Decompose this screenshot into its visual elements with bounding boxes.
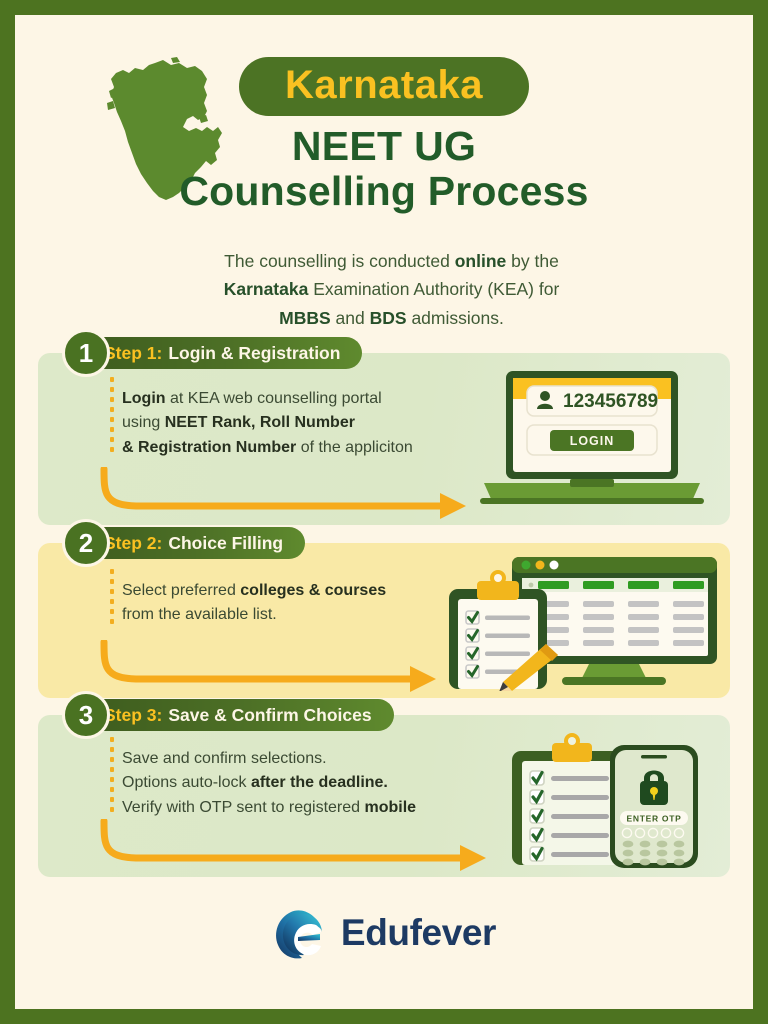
- subtitle-line1-a: The counselling is conducted: [224, 251, 455, 271]
- brand-logo: Edufever: [15, 905, 753, 961]
- dotted-connector-2: [110, 569, 114, 624]
- svg-text:ENTER OTP: ENTER OTP: [627, 814, 682, 824]
- dotted-connector-1: [110, 377, 114, 452]
- subtitle-line2-b: Examination Authority (KEA) for: [308, 279, 560, 300]
- step-number-badge-1: 1: [62, 329, 110, 377]
- clipboard-monitor-illustration: [434, 551, 724, 692]
- svg-text:LOGIN: LOGIN: [570, 434, 615, 448]
- step-card-1: 1 Step 1: Login & Registration Login at …: [38, 329, 730, 525]
- pencil-icon: [499, 644, 558, 692]
- step-header-3: Step 3: Save & Confirm Choices: [70, 699, 394, 731]
- subtitle-karnataka: Karnataka: [223, 279, 309, 300]
- poster-page: Karnataka NEET UG Counselling Process Th…: [15, 15, 753, 1009]
- step-header-1: Step 1: Login & Registration: [70, 337, 363, 369]
- subtitle-online: online: [454, 251, 507, 271]
- page-title: Karnataka NEET UG Counselling Process: [15, 57, 753, 214]
- step-1-text-run: using: [122, 414, 165, 432]
- subtitle-and: and: [330, 307, 370, 328]
- step-title-2: Choice Filling: [168, 532, 284, 553]
- step-1-text-run: of the appliciton: [296, 438, 413, 456]
- flow-arrow-1: [96, 467, 476, 519]
- step-1-text-run: NEET Rank, Roll Number: [164, 414, 355, 432]
- title-line-1: NEET UG: [291, 123, 477, 169]
- step-body-2: Select preferred colleges & courses from …: [122, 579, 386, 628]
- step-body-3: Save and confirm selections. Options auto…: [122, 747, 416, 820]
- user-icon: [537, 391, 553, 409]
- step-label-2: Step 2:: [104, 532, 163, 553]
- laptop-login-illustration: 123456789 LOGIN: [478, 367, 706, 507]
- subtitle-bds: BDS: [369, 307, 407, 328]
- step-2-text-run: from the available list.: [122, 606, 277, 624]
- step-label-3: Step 3:: [104, 704, 163, 725]
- step-2-text-run: colleges & courses: [240, 582, 387, 599]
- step-3-text-run: Verify with OTP sent to registered: [122, 798, 365, 816]
- flow-arrow-2: [96, 640, 446, 692]
- step-title-3: Save & Confirm Choices: [168, 704, 372, 725]
- step-label-1: Step 1:: [104, 342, 163, 363]
- edufever-swirl-logo-icon: [272, 905, 328, 961]
- step-2-text-run: Select preferred: [122, 582, 241, 599]
- svg-text:123456789: 123456789: [563, 391, 658, 412]
- subtitle-line1-c: by the: [506, 251, 559, 271]
- step-card-2: 2 Step 2: Choice Filling Select preferre…: [38, 519, 730, 698]
- step-3-text-run: Save and confirm selections.: [122, 750, 327, 767]
- state-badge: Karnataka: [239, 57, 529, 116]
- subtitle-line3-d: admissions.: [406, 307, 504, 328]
- subtitle: The counselling is conducted online by t…: [135, 247, 648, 332]
- dotted-connector-3: [110, 737, 114, 812]
- step-3-text-run: mobile: [364, 798, 417, 816]
- step-1-text-run: & Registration Number: [122, 438, 297, 456]
- flow-arrow-3: [96, 819, 496, 871]
- lock-icon: [640, 770, 668, 805]
- step-3-text-run: Options auto-lock: [122, 774, 251, 792]
- subtitle-mbbs: MBBS: [279, 307, 331, 328]
- step-number-badge-3: 3: [62, 691, 110, 739]
- step-1-text-run: at KEA web counselling portal: [165, 390, 382, 407]
- clipboard-phone-otp-illustration: ENTER OTP: [510, 733, 710, 868]
- karnataka-map-icon: [103, 57, 243, 212]
- step-3-text-run: after the deadline.: [250, 774, 388, 792]
- step-1-text-run: Login: [122, 390, 166, 407]
- step-card-3: 3 Step 3: Save & Confirm Choices Save an…: [38, 691, 730, 877]
- title-line-2: Counselling Process: [179, 168, 589, 215]
- brand-name: Edufever: [340, 912, 497, 953]
- step-number-badge-2: 2: [62, 519, 110, 567]
- step-title-1: Login & Registration: [168, 342, 341, 363]
